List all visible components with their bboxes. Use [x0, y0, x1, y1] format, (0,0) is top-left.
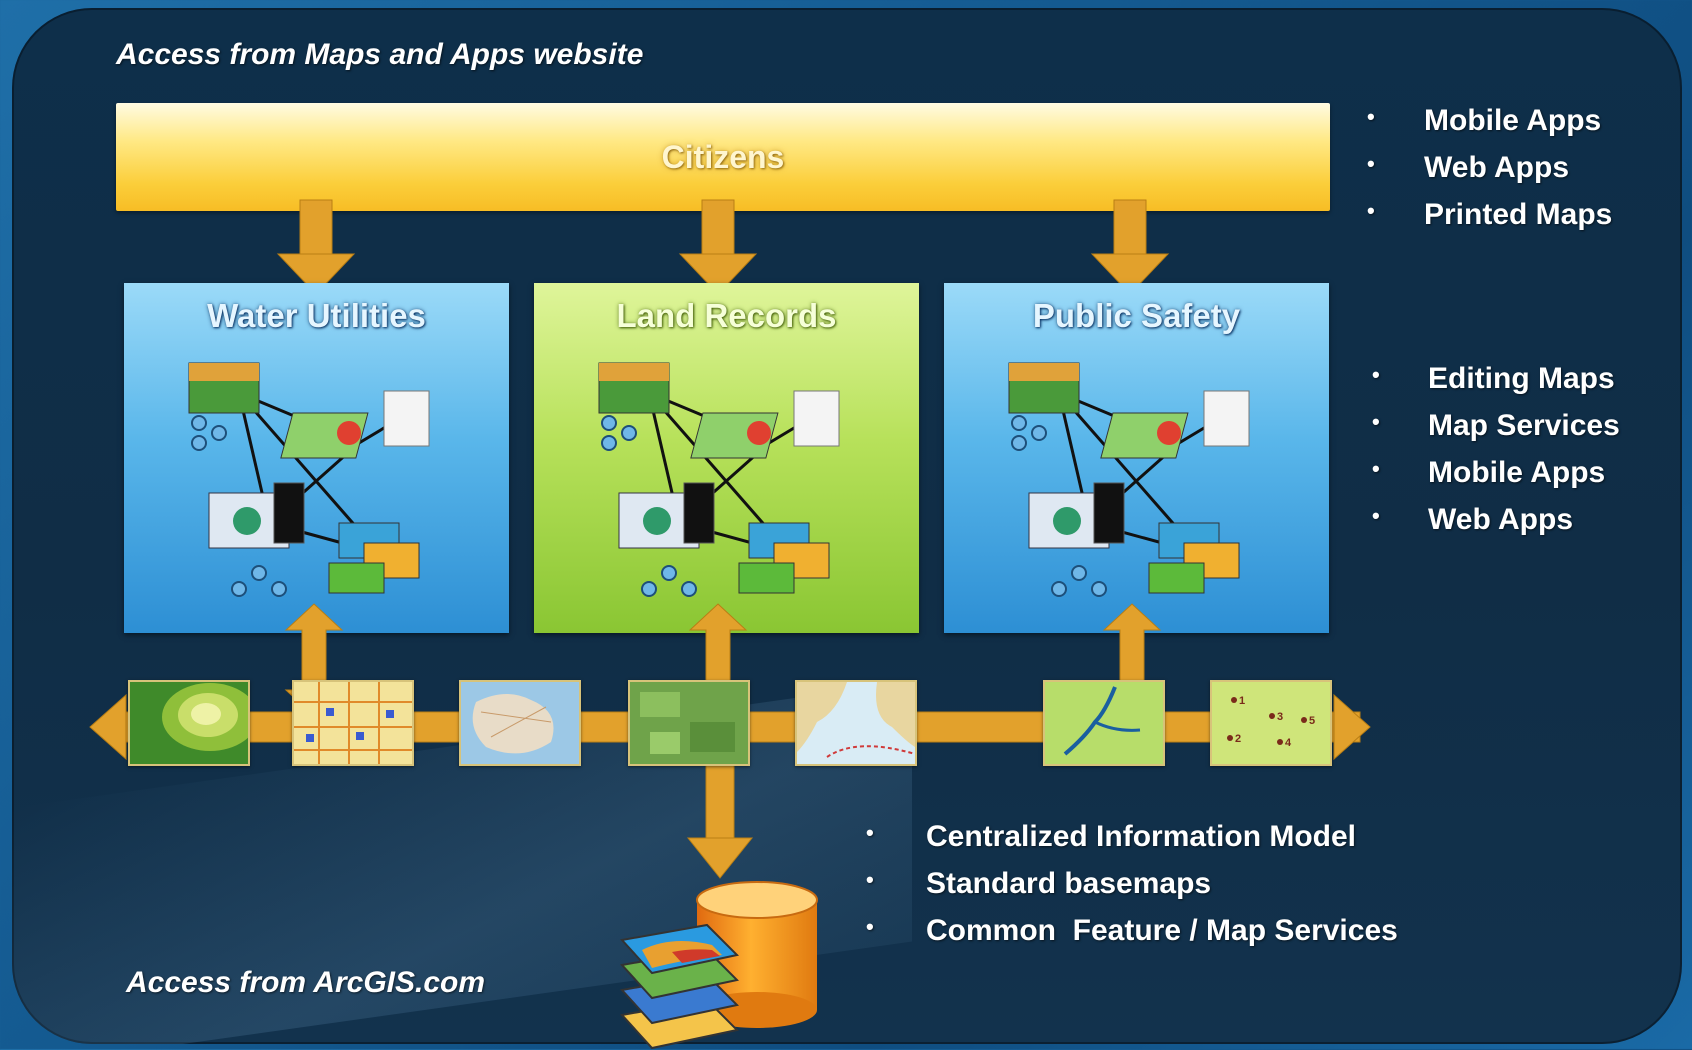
dept-title-land: Land Records: [616, 297, 837, 334]
list-item-label: Common Feature / Map Services: [926, 914, 1398, 947]
list-item-label: Standard basemaps: [926, 867, 1212, 900]
basemap-tile-topo: [128, 680, 250, 766]
bullet-icon: •: [1372, 503, 1380, 528]
database-icon: [620, 881, 818, 1050]
list-item-label: Mobile Apps: [1428, 456, 1606, 489]
bullet-icon: •: [1367, 104, 1375, 129]
basemap-tile-hydro: [1043, 680, 1165, 766]
dept-water-utilities: Water Utilities: [124, 283, 509, 633]
network-graphic-icon: [598, 362, 840, 597]
bullet-icon: •: [866, 867, 874, 892]
basemap-tile-nautical: [795, 680, 917, 766]
network-graphic-icon: [1008, 362, 1250, 597]
point-label-3: 3: [1277, 711, 1283, 723]
list-item-label: Map Services: [1428, 409, 1620, 442]
bullet-icon: •: [1372, 456, 1380, 481]
dept-public-safety: Public Safety: [944, 283, 1329, 633]
basemap-tile-imagery: [628, 680, 750, 766]
heading-maps-apps-website: Access from Maps and Apps website: [116, 38, 644, 71]
list-item-label: Editing Maps: [1428, 362, 1615, 395]
point-label-4: 4: [1285, 737, 1292, 749]
citizens-label: Citizens: [661, 139, 785, 175]
point-label-2: 2: [1235, 733, 1241, 745]
bullet-icon: •: [1372, 409, 1380, 434]
bullet-icon: •: [866, 820, 874, 845]
basemap-tile-parcels: [292, 680, 414, 766]
down-arrow-database: [686, 759, 754, 879]
dept-land-records: Land Records: [534, 283, 919, 633]
list-item-label: Mobile Apps: [1424, 104, 1602, 137]
heading-arcgis-com: Access from ArcGIS.com: [126, 966, 486, 999]
bullet-icon: •: [1367, 151, 1375, 176]
dept-title-water: Water Utilities: [207, 297, 426, 334]
bus-arrow-left-head: [89, 693, 127, 761]
bullet-icon: •: [1372, 362, 1380, 387]
point-label-1: 1: [1239, 695, 1245, 707]
dept-title-safety: Public Safety: [1032, 297, 1241, 334]
bullet-icon: •: [1367, 198, 1375, 223]
citizens-bar: Citizens: [116, 103, 1330, 211]
down-arrow-land: [678, 199, 758, 295]
down-arrow-safety: [1090, 199, 1170, 295]
list-item-label: Web Apps: [1424, 151, 1570, 184]
point-label-5: 5: [1309, 715, 1315, 727]
basemap-tile-points: 1 2 3 4 5: [1210, 680, 1332, 766]
list-item-label: Centralized Information Model: [926, 820, 1357, 853]
list-item-label: Web Apps: [1428, 503, 1574, 536]
bus-arrow-right-head: [1333, 693, 1371, 761]
list-item-label: Printed Maps: [1424, 198, 1613, 231]
down-arrow-water: [276, 199, 356, 295]
network-graphic-icon: [188, 362, 430, 597]
basemap-tile-city: [459, 680, 581, 766]
bullet-icon: •: [866, 914, 874, 939]
